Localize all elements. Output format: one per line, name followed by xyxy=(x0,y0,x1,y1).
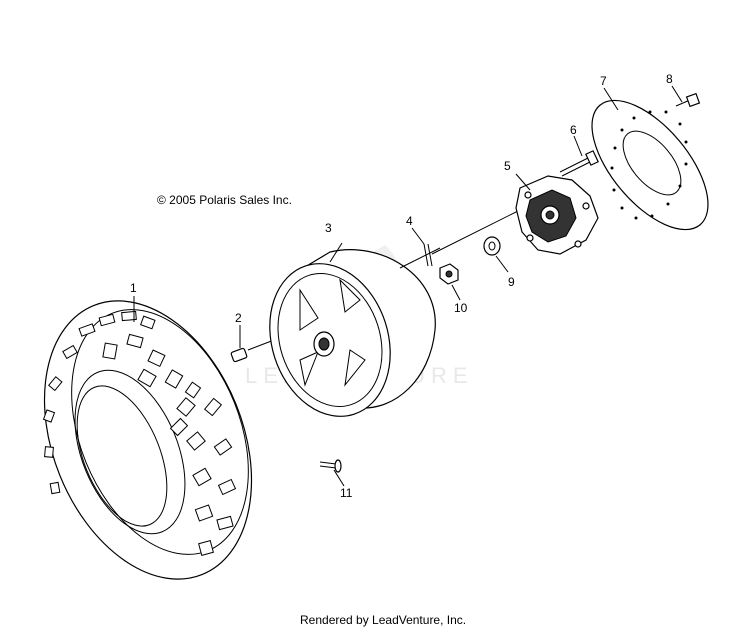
callout-1: 1 xyxy=(130,281,137,295)
callout-8: 8 xyxy=(666,72,673,86)
callout-2: 2 xyxy=(235,311,242,325)
castle-nut-part xyxy=(439,263,461,301)
disc-bolt-part xyxy=(671,85,701,108)
tire-tread xyxy=(42,310,237,556)
callout-3: 3 xyxy=(325,221,332,235)
copyright-text: © 2005 Polaris Sales Inc. xyxy=(157,193,292,207)
wheel-rim-part xyxy=(269,242,441,417)
brake-disc-part xyxy=(591,87,709,231)
hub-part xyxy=(515,173,599,255)
tire-part xyxy=(42,300,253,580)
disc-holes xyxy=(610,110,688,220)
wheel-stud-part xyxy=(319,459,345,487)
hub-bolt-part xyxy=(559,135,599,177)
washer-part xyxy=(483,236,509,273)
callout-4: 4 xyxy=(406,214,413,228)
callout-7: 7 xyxy=(600,74,607,88)
callout-9: 9 xyxy=(508,275,515,289)
callout-6: 6 xyxy=(570,123,577,137)
callout-11: 11 xyxy=(340,486,353,500)
footer-text: Rendered by LeadVenture, Inc. xyxy=(300,613,466,627)
callout-labels: 1 2 3 4 5 6 7 8 9 10 11 xyxy=(130,72,673,500)
cotter-pin-part xyxy=(411,209,521,267)
callout-10: 10 xyxy=(454,301,468,315)
callout-5: 5 xyxy=(504,159,511,173)
